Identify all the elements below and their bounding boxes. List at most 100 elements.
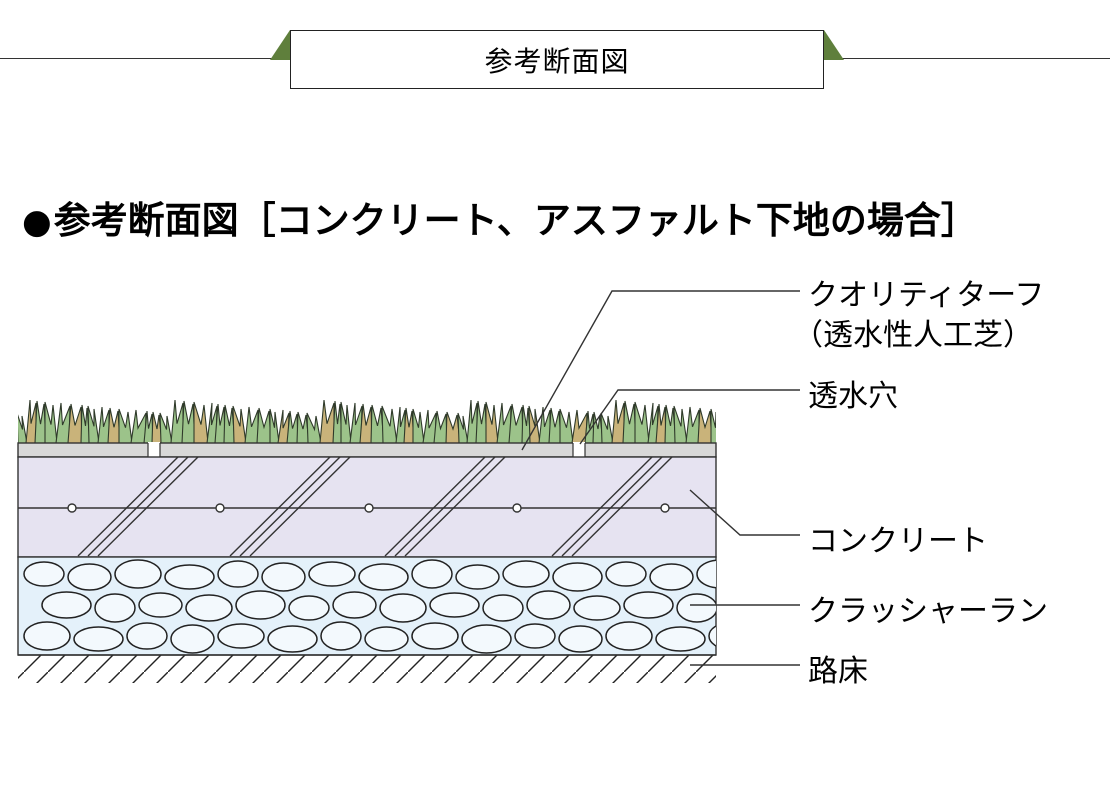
cobblestone (526, 590, 571, 620)
turf-blade (710, 408, 716, 444)
cobblestone-pattern (23, 559, 716, 654)
cobblestone (552, 562, 603, 592)
turf-blade (697, 407, 713, 444)
turf-blade (381, 405, 398, 444)
turf-blade (193, 401, 209, 444)
cobblestone (411, 559, 453, 589)
cobblestone (623, 591, 674, 619)
rebar-markers (67, 503, 670, 513)
leader-turf (521, 290, 800, 451)
turf-blade (485, 401, 499, 444)
turf-blade (130, 409, 147, 444)
turf-blade (559, 408, 574, 444)
cobblestone (358, 563, 409, 591)
cobblestone (461, 624, 512, 654)
cobblestone (23, 621, 71, 651)
turf-base-sheet (17, 442, 717, 458)
concrete-joints (77, 456, 673, 557)
turf-blade (256, 407, 272, 444)
drain-hole-gap (148, 442, 160, 458)
banner: 参考断面図 (290, 30, 824, 89)
cobblestone (114, 559, 162, 589)
turf-blade (107, 407, 121, 444)
turf-blade (87, 405, 100, 444)
bullet-icon: ● (22, 202, 52, 242)
leader-lines (521, 290, 800, 666)
banner-title: 参考断面図 (484, 44, 630, 78)
cobblestone (708, 625, 716, 647)
label-concrete: コンクリート (808, 524, 988, 559)
cobblestone (573, 595, 621, 621)
cobblestone (170, 624, 215, 654)
cobblestone (67, 563, 112, 591)
turf-blade (496, 402, 512, 444)
cobblestone (320, 621, 362, 651)
cobblestone (41, 591, 92, 619)
cobblestone (94, 593, 136, 623)
cobblestone (605, 621, 653, 651)
label-crusher-run: クラッシャーラン (808, 594, 1048, 629)
cobblestone (655, 626, 706, 652)
turf-blade (634, 401, 650, 444)
turf-blade (244, 406, 259, 444)
cobblestone (217, 623, 265, 649)
cobblestone (267, 625, 318, 653)
label-turf-line1: クオリティターフ (808, 278, 1045, 313)
cobblestone (514, 623, 556, 649)
cobblestone (455, 564, 500, 590)
label-drain-hole: 透水穴 (808, 379, 898, 414)
cobblestone (126, 622, 168, 650)
subgrade-layer (18, 655, 716, 683)
turf-blade (170, 400, 184, 444)
cobblestone (558, 625, 603, 653)
cobblestone (482, 594, 524, 622)
turf-blade (118, 408, 133, 444)
cobblestone (164, 564, 215, 590)
cobblestone (217, 560, 259, 588)
turf-blade (44, 401, 58, 444)
turf-blade (181, 400, 196, 444)
section-title: ●参考断面図［コンクリート、アスファルト下地の場合］ (22, 190, 978, 244)
turf-blade (508, 403, 524, 444)
turf-blade (269, 408, 280, 444)
turf-blade (67, 403, 83, 444)
cobblestone (235, 590, 286, 620)
turf-blade (55, 402, 71, 444)
cobblestone (605, 561, 647, 587)
cobblestone (676, 593, 716, 623)
turf-blade (528, 405, 541, 444)
turf-blade (600, 412, 614, 444)
turf-blade (611, 400, 625, 444)
leader-concrete (689, 489, 800, 536)
turf-blade (466, 400, 478, 444)
turf-blade (457, 412, 469, 444)
turf-blade (673, 405, 688, 444)
turf-blade (475, 400, 488, 444)
turf-blade (340, 401, 352, 444)
cobblestone (379, 593, 427, 623)
cobblestone (649, 563, 694, 591)
turf-blade (34, 400, 47, 444)
section-title-text: 参考断面図［コンクリート、アスファルト下地の場合］ (53, 199, 978, 242)
turf-layer (18, 400, 716, 444)
cobblestone (138, 592, 183, 618)
cobblestone (502, 560, 550, 588)
cobblestone (364, 626, 409, 652)
label-turf-line2: （透水性人工芝） (793, 318, 1033, 353)
cobblestone (261, 562, 306, 592)
cobblestone (696, 559, 716, 589)
turf-blade (159, 412, 173, 444)
cobblestone (411, 622, 459, 650)
cobblestone (73, 626, 124, 652)
cross-section-diagram (17, 290, 800, 683)
turf-blade (18, 414, 28, 444)
cobblestone (288, 595, 330, 621)
drain-hole-gap (573, 442, 585, 458)
turf-blade (306, 412, 322, 444)
banner-tab-right (824, 30, 844, 60)
turf-blade (685, 406, 700, 444)
turf-blade (25, 400, 37, 444)
turf-blade (548, 407, 562, 444)
cobblestone (23, 561, 65, 587)
cobblestone (332, 591, 377, 619)
